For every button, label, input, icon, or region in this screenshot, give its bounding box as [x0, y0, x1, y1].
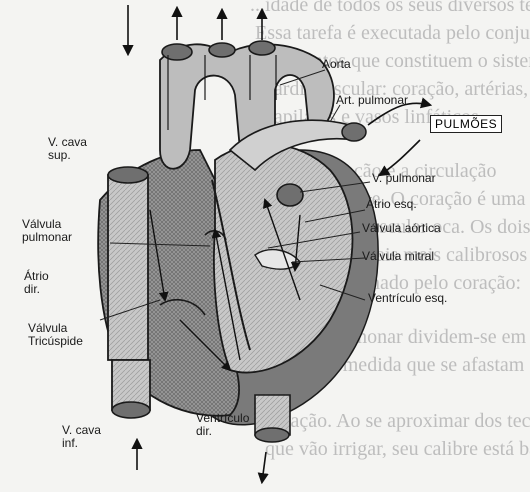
ivc-opening [112, 402, 150, 418]
label-ventriculo-dir: Ventrículo dir. [196, 412, 266, 438]
label-v-cava-sup: V. cava sup. [48, 136, 98, 162]
label-v-pulmonar: V. pulmonar [372, 172, 436, 185]
pulmonary-artery-opening [342, 123, 366, 141]
label-valvula-pulmonar: Válvula pulmonar [22, 218, 108, 244]
label-valvula-mitral: Válvula mitral [362, 250, 434, 263]
label-atrio-esq: Átrio esq. [366, 198, 417, 211]
label-atrio-dir: Átrio dir. [24, 270, 64, 296]
label-v-cava-inf: V. cava inf. [62, 424, 110, 450]
svc-opening [108, 167, 148, 183]
label-ventriculo-esq: Ventrículo esq. [368, 292, 447, 305]
label-pulmoes: PULMÕES [430, 115, 502, 133]
aorta-branch-3 [249, 41, 275, 55]
label-valvula-tricuspide: Válvula Tricúspide [28, 322, 98, 348]
label-art-pulmonar: Art. pulmonar [336, 94, 408, 107]
pulmonary-vein-opening [277, 184, 303, 206]
superior-vena-cava [108, 175, 148, 360]
label-aorta: Aorta [322, 58, 351, 71]
label-valvula-aortica: Válvula aórtica [362, 222, 441, 235]
aorta-branch-1 [162, 44, 192, 60]
aorta-branch-2 [209, 43, 235, 57]
